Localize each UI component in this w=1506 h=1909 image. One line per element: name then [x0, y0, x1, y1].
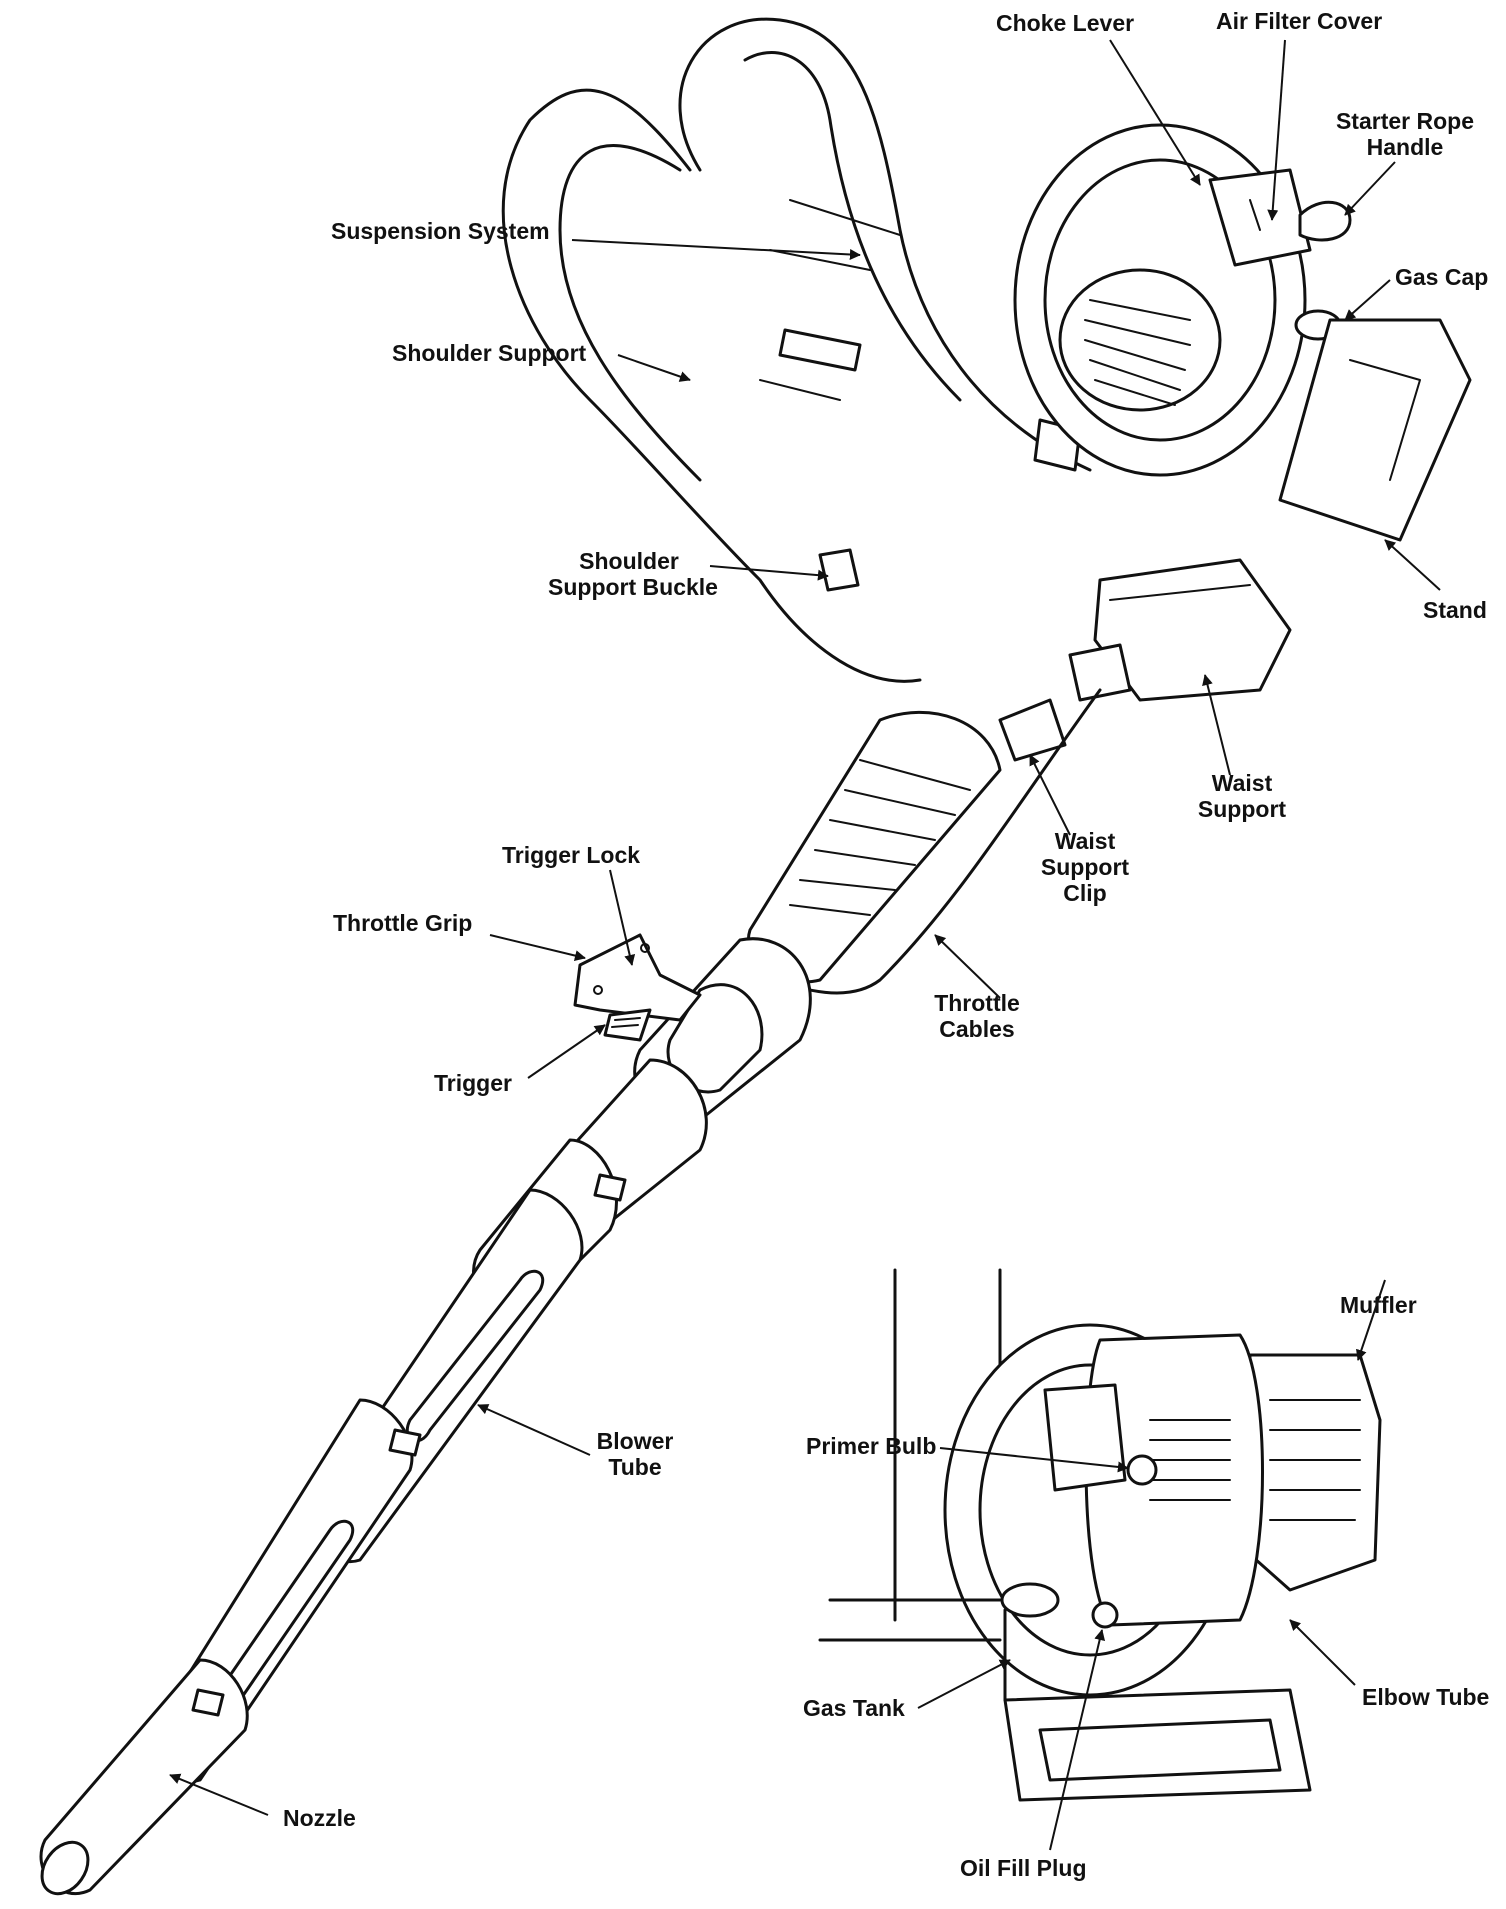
air-filter-cover-shape	[1208, 168, 1312, 267]
backpack-blower-drawing	[39, 17, 1472, 1896]
label-blower-tube-line2: Tube	[608, 1454, 662, 1480]
throttle-grip-shape	[573, 933, 702, 1022]
label-choke-lever: Choke Lever	[996, 10, 1135, 36]
label-blower-tube: Blower Tube	[585, 1428, 685, 1480]
leader-suspension-system	[571, 239, 861, 260]
leader-gas-cap	[1344, 279, 1391, 321]
label-waist-support-clip-line2: Support	[1040, 854, 1130, 880]
label-starter-rope-handle-line1: Starter Rope	[1335, 108, 1475, 134]
label-starter-rope-handle-line2: Handle	[1366, 134, 1444, 160]
label-nozzle: Nozzle	[283, 1805, 356, 1831]
label-waist-support: Waist Support	[1192, 770, 1292, 822]
leader-trigger	[527, 1024, 606, 1079]
leader-throttle-cables	[934, 934, 1001, 999]
leader-blower-tube	[477, 1404, 591, 1456]
leader-stand	[1384, 539, 1441, 591]
leader-nozzle	[169, 1773, 269, 1816]
label-stand: Stand	[1423, 597, 1487, 623]
label-waist-support-clip-line3: Clip	[1063, 880, 1107, 906]
oil-fill-plug-shape	[1091, 1601, 1119, 1629]
leader-shoulder-support-buckle	[709, 565, 829, 581]
shoulder-support-shape	[501, 17, 1092, 683]
label-waist-support-line2: Support	[1197, 796, 1287, 822]
label-air-filter-cover: Air Filter Cover	[1216, 8, 1383, 34]
waist-support-shape	[1093, 558, 1292, 702]
label-throttle-grip: Throttle Grip	[333, 910, 473, 936]
label-shoulder-support-buckle-line1: Shoulder	[579, 548, 679, 574]
label-waist-support-line1: Waist	[1211, 770, 1273, 796]
leader-muffler	[1356, 1279, 1386, 1361]
leader-waist-support-clip	[1029, 754, 1071, 836]
leader-gas-tank	[917, 1659, 1011, 1709]
nozzle-shape	[39, 1658, 249, 1896]
label-elbow-tube: Elbow Tube	[1362, 1684, 1490, 1710]
label-suspension-system: Suspension System	[331, 218, 550, 244]
label-gas-cap: Gas Cap	[1395, 264, 1489, 290]
leader-throttle-grip	[489, 934, 586, 961]
label-throttle-cables-line2: Cables	[939, 1016, 1015, 1042]
primer-bulb-shape	[1126, 1454, 1158, 1486]
leader-oil-fill-plug	[1049, 1629, 1106, 1851]
leader-trigger-lock	[609, 869, 636, 966]
muffler-shape	[1243, 1353, 1382, 1592]
leader-starter-rope-handle	[1344, 161, 1396, 216]
label-gas-tank: Gas Tank	[803, 1695, 905, 1721]
stand-shape	[1278, 318, 1472, 542]
label-starter-rope-handle: Starter Rope Handle	[1330, 108, 1480, 160]
label-throttle-cables-line1: Throttle	[934, 990, 1020, 1016]
leader-lines	[169, 39, 1441, 1851]
leader-choke-lever	[1109, 39, 1201, 186]
label-shoulder-support-buckle: Shoulder Support Buckle	[548, 548, 718, 600]
label-muffler: Muffler	[1340, 1292, 1417, 1318]
label-waist-support-clip: Waist Support Clip	[1035, 828, 1135, 906]
leader-waist-support	[1202, 674, 1231, 776]
leader-shoulder-support	[617, 354, 691, 382]
label-oil-fill-plug: Oil Fill Plug	[960, 1855, 1087, 1881]
label-blower-tube-line1: Blower	[596, 1428, 674, 1454]
label-waist-support-clip-line1: Waist	[1054, 828, 1116, 854]
label-trigger: Trigger	[434, 1070, 512, 1096]
label-shoulder-support: Shoulder Support	[392, 340, 587, 366]
leader-elbow-tube	[1289, 1619, 1356, 1686]
label-shoulder-support-buckle-line2: Support Buckle	[548, 574, 718, 600]
leader-primer-bulb	[939, 1447, 1129, 1473]
label-throttle-cables: Throttle Cables	[922, 990, 1032, 1042]
label-primer-bulb: Primer Bulb	[806, 1433, 937, 1459]
leader-air-filter-cover	[1267, 39, 1286, 221]
label-trigger-lock: Trigger Lock	[502, 842, 641, 868]
flex-hose-shape	[747, 710, 1002, 984]
engine-inset-drawing	[818, 1268, 1382, 1802]
inset-stand-shape	[1003, 1688, 1312, 1802]
